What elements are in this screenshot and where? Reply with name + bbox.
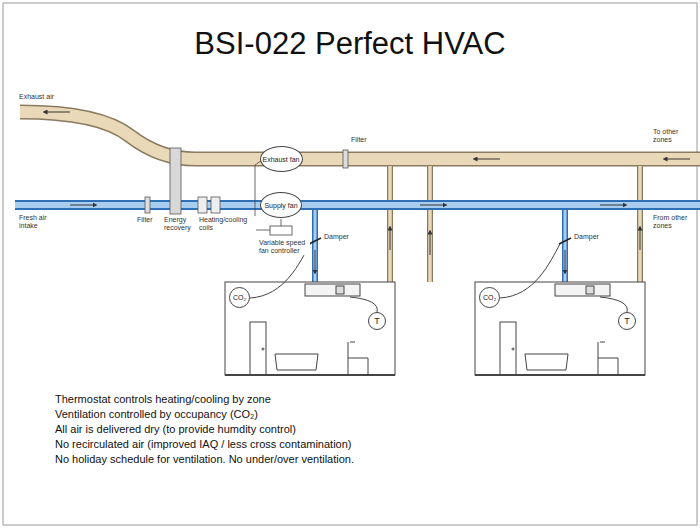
component-label: Energy recovery <box>163 216 199 232</box>
damper-label: Damper <box>323 233 350 241</box>
damper-blade <box>309 238 321 244</box>
damper-blade <box>559 238 571 244</box>
component-label: Heating/cooling coils <box>198 216 256 232</box>
component-label: Filter <box>136 216 154 224</box>
supply-duct <box>15 205 700 286</box>
supply-filter <box>145 197 150 213</box>
note-line: Ventilation controlled by occupancy (CO₂… <box>55 407 258 421</box>
note-line: No recirculated air (improved IAQ / less… <box>55 437 352 451</box>
duct-label: Exhaust air <box>18 93 55 101</box>
slide-border <box>3 3 697 525</box>
note-line: All air is delivered dry (to provide hum… <box>55 422 296 436</box>
exhaust-fan: Exhaust fan <box>260 146 303 172</box>
note-line: Thermostat controls heating/cooling by z… <box>55 392 271 406</box>
flow-arrows <box>45 112 690 272</box>
component-label: Variable speed fan controller <box>258 239 310 255</box>
thermostat: T <box>618 312 636 330</box>
node-label: Exhaust fan <box>263 156 300 163</box>
supply-fan: Supply fan <box>260 192 302 218</box>
duct-label: To other zones <box>652 128 696 144</box>
zone-room <box>475 244 645 375</box>
node-label: CO₂ <box>233 294 246 301</box>
node-label: T <box>374 317 380 326</box>
duct-label: Fresh air intake <box>18 214 58 230</box>
node-label: T <box>624 317 630 326</box>
component-label: Filter <box>350 136 368 144</box>
cooling-coil <box>211 197 220 213</box>
node-label: CO₂ <box>483 294 496 301</box>
energy-recovery-wheel <box>170 148 181 214</box>
co2-sensor: CO₂ <box>479 287 500 308</box>
damper-label: Damper <box>573 233 600 241</box>
note-line: No holiday schedule for ventilation. No … <box>55 452 354 466</box>
zone-room <box>225 244 395 375</box>
floor <box>475 374 645 376</box>
fan-controller <box>270 226 292 235</box>
duct-label: From other zones <box>652 214 696 230</box>
co2-sensor: CO₂ <box>229 287 250 308</box>
heating-coil <box>198 197 207 213</box>
slide-title: BSI-022 Perfect HVAC <box>0 26 700 62</box>
exhaust-filter <box>343 150 348 168</box>
floor <box>225 374 395 376</box>
controller-wire <box>281 219 282 226</box>
thermostat: T <box>368 312 386 330</box>
node-label: Supply fan <box>264 202 297 209</box>
